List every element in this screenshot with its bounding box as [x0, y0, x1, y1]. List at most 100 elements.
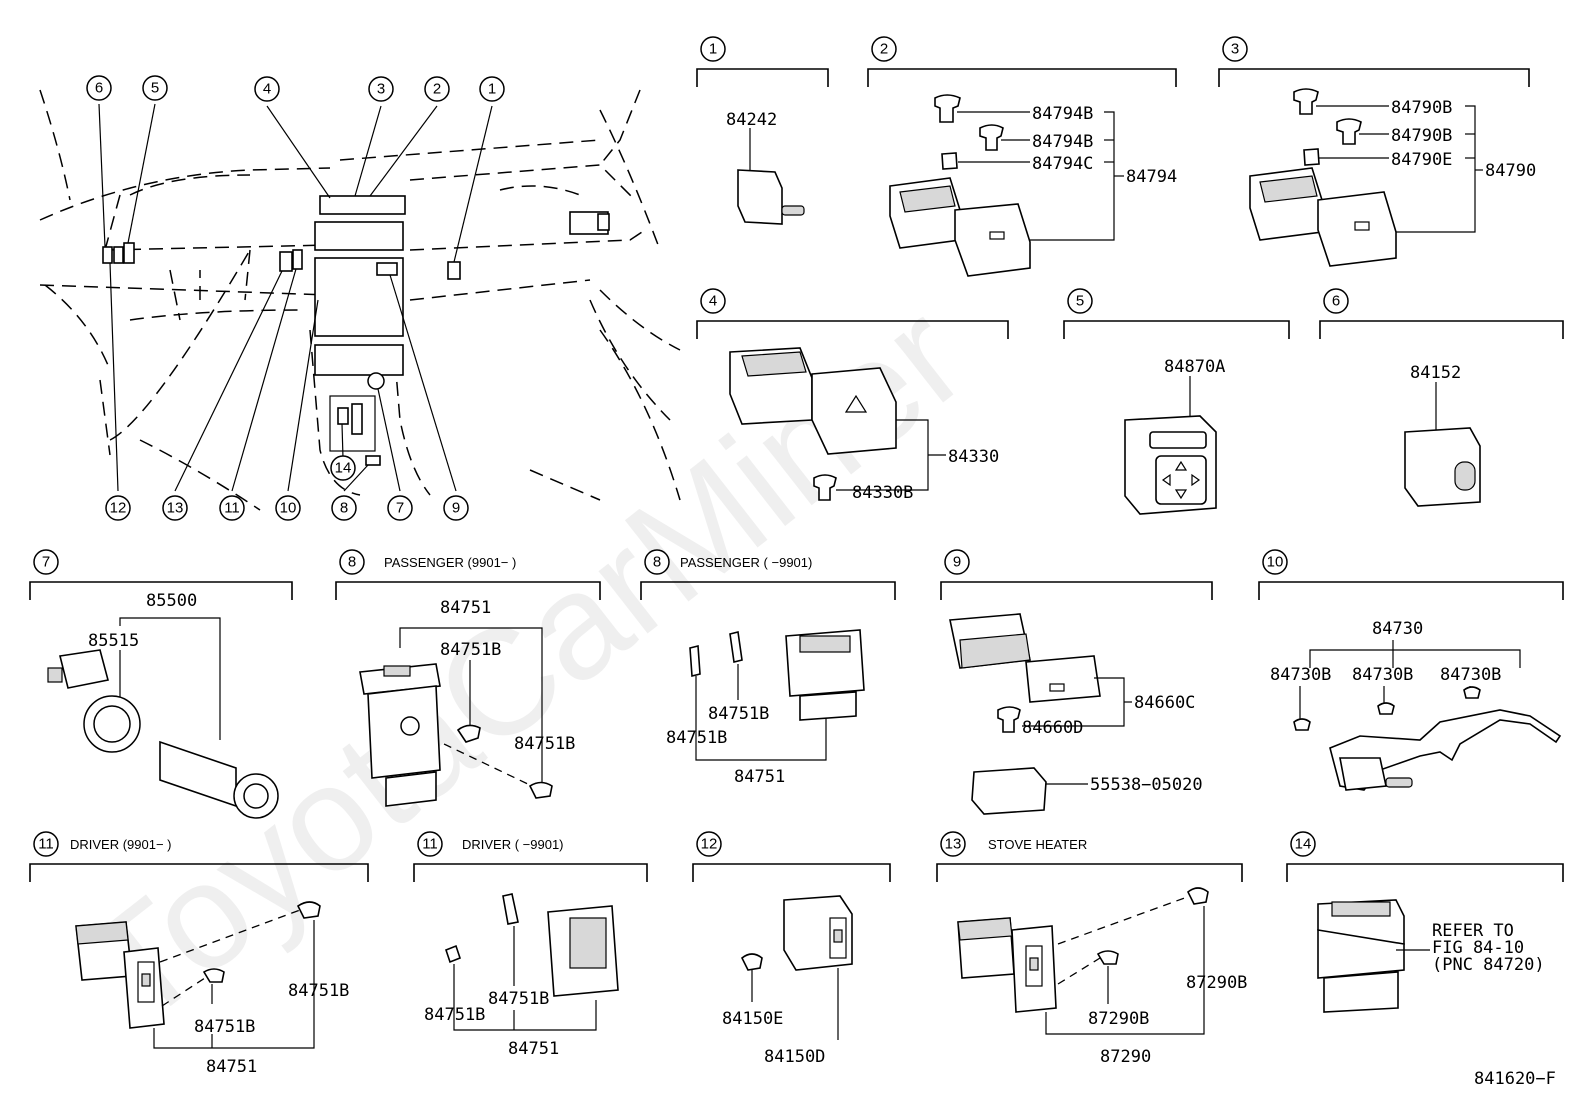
- callout-circle: [86, 75, 112, 101]
- part-84790e: 84790E: [1391, 150, 1452, 170]
- callout-number: 8: [348, 554, 356, 571]
- callout-6: 6: [1323, 288, 1349, 314]
- callout-circle: [644, 549, 670, 575]
- part-84150e: 84150E: [722, 1009, 783, 1029]
- callout-12: 12: [105, 495, 131, 521]
- callout-8: 8: [339, 549, 365, 575]
- callout-1: 1: [700, 36, 726, 62]
- callout-9: 9: [443, 495, 469, 521]
- part-84751b-11b-a: 84751B: [488, 989, 549, 1009]
- figure-code: 841620−F: [1474, 1069, 1556, 1089]
- callout-5: 5: [1067, 288, 1093, 314]
- section-6: 6 84152: [1319, 288, 1564, 507]
- part-84751b-8b-a: 84751B: [708, 704, 769, 724]
- callout-4: 4: [700, 288, 726, 314]
- callout-number: 8: [340, 500, 348, 517]
- callout-circle: [1323, 288, 1349, 314]
- callout-number: 14: [1295, 836, 1312, 853]
- callout-3: 3: [368, 76, 394, 102]
- part-84790b-b: 84790B: [1391, 126, 1452, 146]
- callout-number: 9: [452, 500, 460, 517]
- part-84751-8a: 84751: [440, 598, 491, 618]
- callout-circle: [368, 76, 394, 102]
- callout-number: 10: [1267, 554, 1284, 571]
- part-84660c: 84660C: [1134, 693, 1195, 713]
- part-84794: 84794: [1126, 167, 1177, 187]
- callout-3: 3: [1222, 36, 1248, 62]
- callout-number: 3: [377, 81, 385, 98]
- callout-circle: [696, 831, 722, 857]
- callout-13: 13: [940, 831, 966, 857]
- callout-number: 11: [224, 500, 240, 517]
- callout-11: 11: [33, 831, 59, 857]
- callout-10: 10: [275, 495, 301, 521]
- dashboard-overview: 6 5 4 3 2 1 12 13 11 10 8 7 9 14: [39, 75, 681, 521]
- callout-number: 5: [1076, 293, 1084, 310]
- part-84730: 84730: [1372, 619, 1423, 639]
- part-84790: 84790: [1485, 161, 1536, 181]
- callout-6: 6: [86, 75, 112, 101]
- section-10: 10 84730 84730B 84730B 84730B: [1258, 549, 1564, 791]
- callout-number: 2: [880, 41, 888, 58]
- part-84150d: 84150D: [764, 1047, 825, 1067]
- callout-number: 9: [953, 554, 961, 571]
- callout-9: 9: [944, 549, 970, 575]
- callout-number: 5: [151, 80, 159, 97]
- callout-circle: [944, 549, 970, 575]
- part-84751b-11a-a: 84751B: [194, 1017, 255, 1037]
- part-84751b-8a-b: 84751B: [514, 734, 575, 754]
- callout-number: 8: [653, 554, 661, 571]
- callout-circle: [700, 288, 726, 314]
- callout-circle: [162, 495, 188, 521]
- callout-number: 1: [488, 81, 496, 98]
- part-84751b-8b-b: 84751B: [666, 728, 727, 748]
- callout-circle: [105, 495, 131, 521]
- callout-8: 8: [331, 495, 357, 521]
- note-line-2: FIG 84-10: [1432, 938, 1524, 958]
- part-84751-11a: 84751: [206, 1057, 257, 1077]
- callout-7: 7: [387, 495, 413, 521]
- section-8-passenger-old: 8 PASSENGER ( −9901) 84751B 84751B 84751: [640, 549, 896, 787]
- callout-14: 14: [330, 455, 356, 481]
- callout-circle: [331, 495, 357, 521]
- callout-circle: [339, 549, 365, 575]
- note-line-3: (PNC 84720): [1432, 955, 1545, 975]
- callout-number: 6: [1332, 293, 1340, 310]
- note-line-1: REFER TO: [1432, 921, 1514, 941]
- callout-circle: [254, 76, 280, 102]
- section-8-passenger-new: 8 PASSENGER (9901− ) 84751 84751B 84751B: [335, 549, 601, 807]
- part-85500: 85500: [146, 591, 197, 611]
- callout-number: 4: [263, 81, 271, 98]
- callout-number: 14: [335, 460, 352, 477]
- section-12: 12 84150E 84150D: [692, 831, 891, 1067]
- callout-14: 14: [1290, 831, 1316, 857]
- callout-circle: [424, 76, 450, 102]
- callout-circle: [219, 495, 245, 521]
- section-13: 13 STOVE HEATER 87290B 87290B 87290: [936, 831, 1247, 1067]
- part-84870a: 84870A: [1164, 357, 1225, 377]
- callout-number: 1: [709, 41, 717, 58]
- callout-circle: [275, 495, 301, 521]
- callout-circle: [1067, 288, 1093, 314]
- callout-number: 10: [280, 500, 297, 517]
- part-84751b-11b-b: 84751B: [424, 1005, 485, 1025]
- callout-circle: [1222, 36, 1248, 62]
- callout-number: 13: [167, 500, 184, 517]
- part-84730b-a: 84730B: [1270, 665, 1331, 685]
- section-11-driver-new: 11 DRIVER (9901− ) 84751B 84751B 84751: [29, 831, 369, 1077]
- section-11-driver-old: 11 DRIVER ( −9901) 84751B 84751B 84751: [413, 831, 648, 1059]
- callout-number: 11: [38, 836, 54, 853]
- part-87290b-b: 87290B: [1186, 973, 1247, 993]
- section-8b-title: PASSENGER ( −9901): [680, 555, 812, 570]
- part-84794c: 84794C: [1032, 154, 1093, 174]
- section-4: 4 84330 84330B: [696, 288, 1009, 503]
- callout-circle: [33, 831, 59, 857]
- callout-circle: [1262, 549, 1288, 575]
- callout-circle: [443, 495, 469, 521]
- callout-5: 5: [142, 75, 168, 101]
- part-84152: 84152: [1410, 363, 1461, 383]
- part-84330: 84330: [948, 447, 999, 467]
- callout-circle: [142, 75, 168, 101]
- callout-11: 11: [219, 495, 245, 521]
